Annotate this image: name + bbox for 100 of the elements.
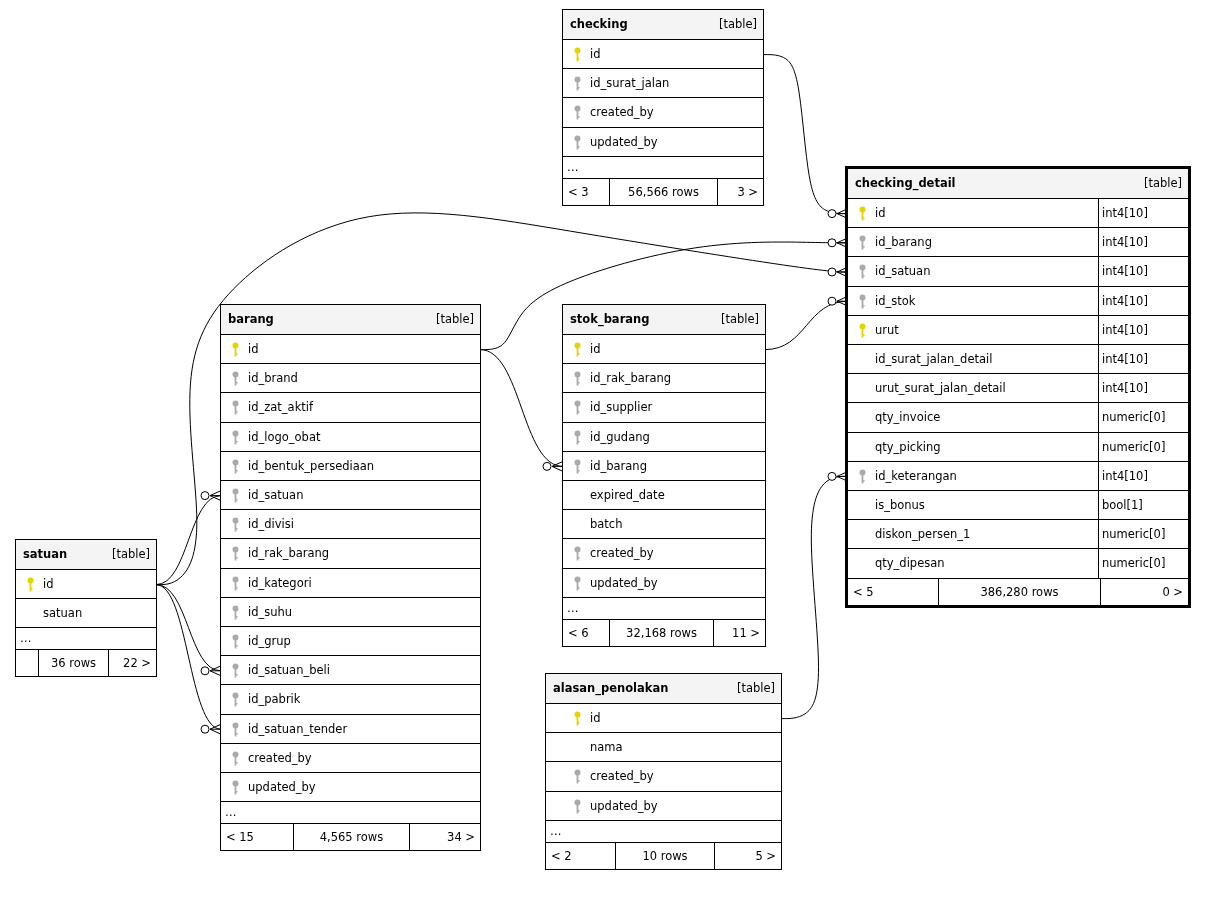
column-name: updated_by (590, 574, 658, 592)
column-type: int4[10] (1098, 374, 1188, 404)
ellipsis: … (567, 159, 579, 174)
column-name: id (43, 576, 54, 593)
relationship-line (479, 349, 565, 472)
table-row (848, 257, 1188, 287)
table-row (848, 520, 1188, 550)
page-forward-label: 0 > (1100, 578, 1188, 605)
column-name: id_grup (248, 633, 291, 650)
column-name: satuan (43, 605, 83, 623)
column-name: id (590, 341, 601, 358)
table-box (16, 540, 156, 677)
column-type: int4[10] (1098, 228, 1188, 258)
column-name: id_surat_jalan_detail (875, 351, 993, 368)
row-count: 36 rows (38, 650, 108, 677)
column-name: id_kategori (248, 574, 312, 592)
column-name: id (590, 710, 601, 727)
ellipsis: … (567, 600, 579, 615)
page-forward-label: 3 > (717, 178, 763, 205)
table-name: checking (570, 17, 628, 31)
column-name: urut_surat_jalan_detail (875, 380, 1006, 398)
column-name: id_zat_aktif (248, 399, 314, 417)
column-name: id_rak_barang (248, 545, 330, 563)
column-name: id_gudang (590, 428, 650, 446)
column-name: id_satuan_beli (248, 662, 330, 680)
table-name: checking_detail (855, 176, 956, 190)
column-name: nama (590, 739, 623, 757)
table-type-label: [table] (720, 312, 759, 326)
column-name: id_satuan (875, 263, 931, 281)
column-name: updated_by (590, 133, 658, 151)
column-name: created_by (248, 749, 312, 767)
row-count: 386,280 rows (938, 578, 1100, 605)
column-name: qty_invoice (875, 409, 941, 427)
page-back-label: < 3 (567, 183, 590, 201)
column-name: id_barang (875, 234, 932, 252)
ellipsis: … (550, 823, 562, 838)
column-type: int4[10] (1098, 461, 1188, 491)
column-name: id_brand (248, 370, 298, 388)
page-forward-label: 5 > (714, 842, 781, 869)
table-row (848, 228, 1188, 258)
column-type: numeric[0] (1098, 432, 1188, 462)
column-name: urut (875, 321, 899, 339)
table-name: satuan (23, 547, 68, 561)
page-forward-label: 34 > (409, 824, 480, 851)
column-type: int4[10] (1098, 286, 1188, 316)
row-count: 56,566 rows (609, 178, 717, 205)
column-type: bool[1] (1098, 491, 1188, 521)
column-name: id_rak_barang (590, 370, 672, 388)
ellipsis: … (20, 631, 32, 646)
column-name: diskon_persen_1 (875, 526, 971, 544)
column-name: id_bentuk_persediaan (248, 457, 375, 475)
column-name: expired_date (590, 487, 665, 504)
column-name: id_stok (875, 292, 916, 310)
table-row (848, 461, 1188, 491)
page-back-label: < 5 (852, 583, 875, 601)
table-type-label: [table] (111, 547, 150, 561)
column-name: id_supplier (590, 399, 653, 417)
page-forward-label: 11 > (713, 619, 765, 646)
table-row (848, 315, 1188, 345)
column-name: id_barang (590, 457, 647, 475)
page-back-label: < 2 (550, 847, 573, 865)
table-box (848, 169, 1188, 605)
column-name: qty_dipesan (875, 555, 945, 573)
table-row (848, 199, 1188, 229)
table-name: barang (228, 312, 274, 326)
column-type: numeric[0] (1098, 549, 1188, 579)
column-type: numeric[0] (1098, 403, 1188, 433)
column-name: id (875, 205, 886, 222)
page-forward-label: 22 > (108, 650, 156, 677)
table-row (848, 345, 1188, 375)
table-name: alasan_penolakan (553, 681, 669, 695)
table-box (221, 305, 480, 851)
column-name: id (590, 46, 601, 63)
ellipsis: … (225, 805, 237, 820)
column-type: numeric[0] (1098, 520, 1188, 550)
table-row (848, 491, 1188, 521)
column-name: id_logo_obat (248, 428, 321, 446)
table-row (848, 549, 1188, 579)
column-name: batch (590, 516, 623, 534)
table-type-label: [table] (718, 17, 757, 31)
column-name: id_surat_jalan (590, 75, 670, 93)
table-type-label: [table] (1143, 176, 1182, 190)
table-row (848, 432, 1188, 462)
table-row (848, 286, 1188, 316)
row-count: 32,168 rows (609, 619, 713, 646)
column-name: id_satuan_tender (248, 720, 348, 738)
table-name: stok_barang (570, 312, 650, 326)
column-name: id (248, 341, 259, 358)
column-name: id_pabrik (248, 691, 301, 709)
column-name: updated_by (590, 797, 658, 815)
column-type: int4[10] (1098, 315, 1188, 345)
column-name: id_satuan (248, 487, 304, 504)
column-name: created_by (590, 768, 654, 786)
page-back-label: < 6 (567, 624, 590, 642)
column-type: int4[10] (1098, 199, 1188, 229)
table-row (848, 403, 1188, 433)
column-name: updated_by (248, 779, 316, 796)
page-back-label: < 15 (225, 829, 255, 847)
table-box (563, 10, 763, 205)
table-type-label: [table] (736, 681, 775, 695)
